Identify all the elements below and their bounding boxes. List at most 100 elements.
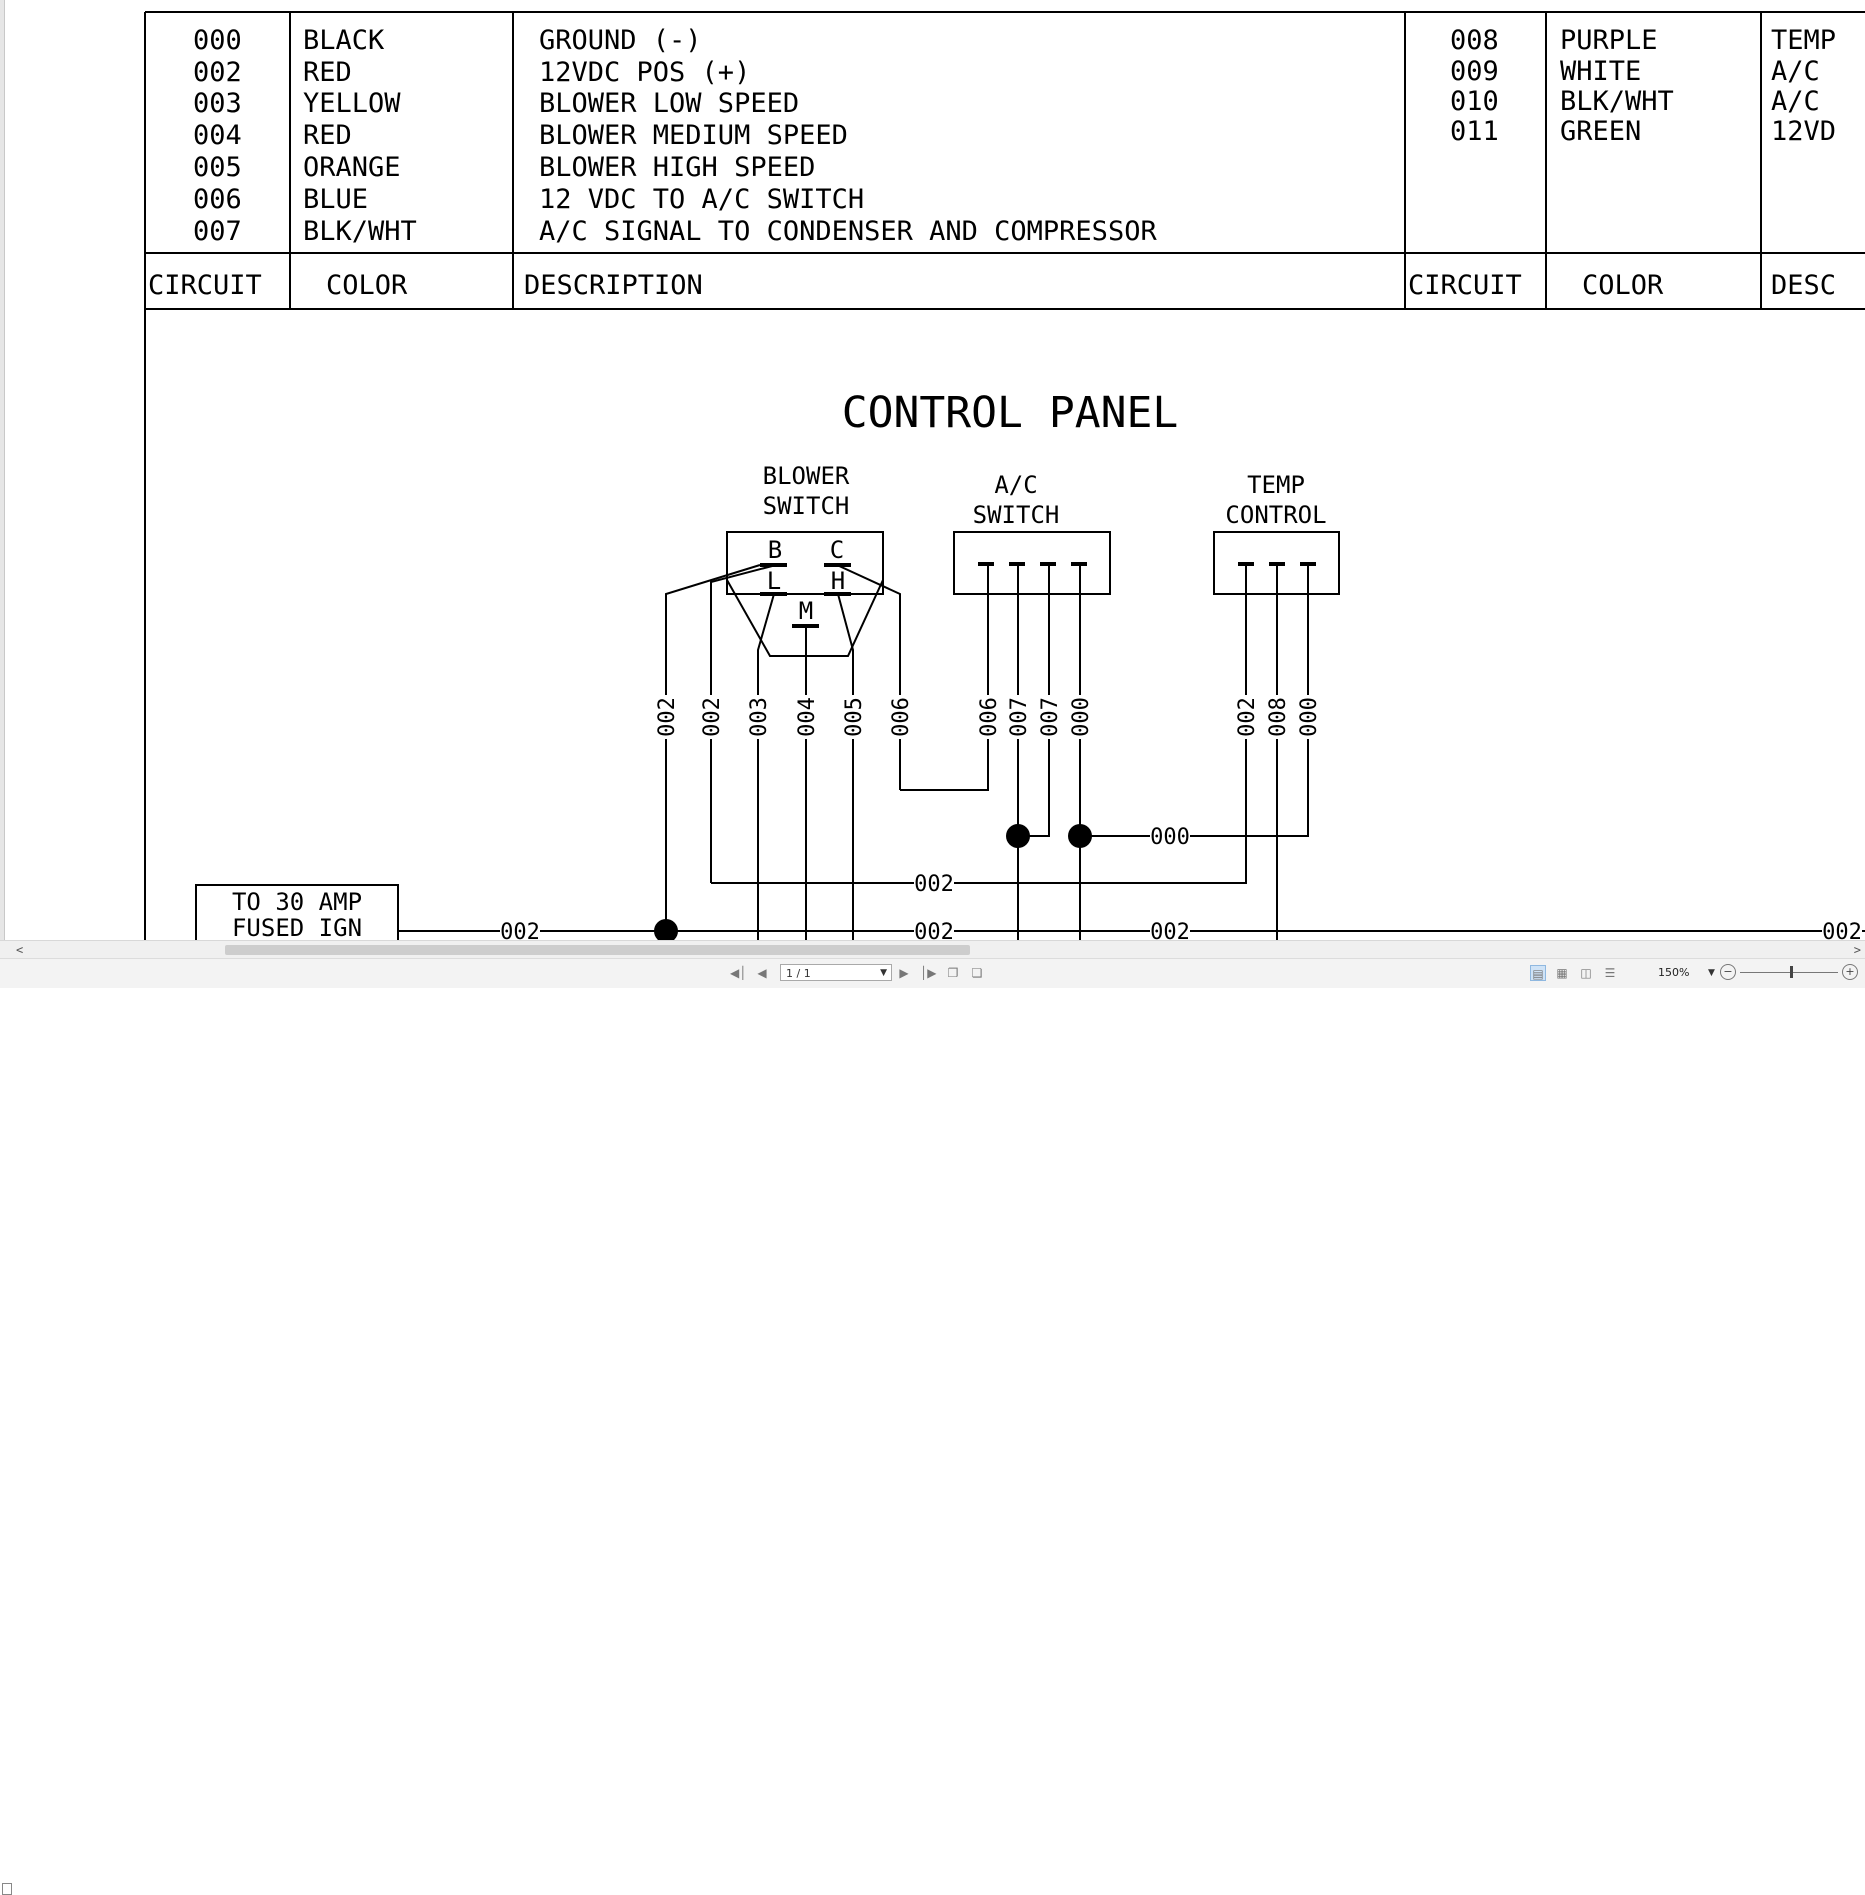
- single-page-view-icon[interactable]: ▤: [1530, 965, 1546, 981]
- legend-color: BLUE: [303, 184, 368, 215]
- zoom-out-icon[interactable]: −: [1720, 964, 1736, 980]
- wires: [195, 564, 1865, 940]
- header-circuit: CIRCUIT: [148, 270, 262, 301]
- legend-circuit: 003: [193, 88, 242, 119]
- left-gutter: [0, 0, 5, 940]
- page-dropdown-icon[interactable]: ▼: [880, 968, 887, 978]
- wiring-diagram: 000 BLACK GROUND (-) 002 RED 12VDC POS (+) 003…: [144, 11, 1865, 940]
- legend-color: YELLOW: [303, 88, 401, 119]
- wire-label: 006: [977, 697, 1002, 737]
- zoom-dropdown-icon[interactable]: ▼: [1708, 968, 1715, 978]
- zoom-slider-thumb[interactable]: [1790, 966, 1793, 978]
- header-circuit-right: CIRCUIT: [1408, 270, 1522, 301]
- legend-circuit-right: 010: [1450, 86, 1499, 117]
- scroll-left-arrow[interactable]: <: [16, 943, 24, 957]
- fuse-box-line2: FUSED IGN: [232, 914, 362, 940]
- next-page-icon[interactable]: ▶: [899, 966, 909, 980]
- legend-color: BLK/WHT: [303, 216, 417, 247]
- wire-label: 002: [700, 697, 725, 737]
- terminal-c: C: [830, 536, 844, 564]
- wire-label: 003: [747, 697, 772, 737]
- wire-label: 008: [1266, 697, 1291, 737]
- first-page-icon[interactable]: ◀│: [730, 966, 747, 980]
- export-page-icon[interactable]: ❏: [971, 966, 983, 980]
- legend-circuit-right: 008: [1450, 25, 1499, 56]
- legend-color: RED: [303, 57, 352, 88]
- blower-switch-skirt: [726, 579, 884, 657]
- bus-label-ground: 000: [1150, 825, 1190, 850]
- bus-label-power: 002: [914, 872, 954, 897]
- header-description: DESCRIPTION: [524, 270, 703, 301]
- cover-view-icon[interactable]: ☰: [1604, 966, 1616, 980]
- legend-table: [144, 11, 1865, 940]
- blower-switch-label: BLOWER: [763, 462, 850, 490]
- terminal-b: B: [768, 536, 782, 564]
- page-number-field[interactable]: 1 / 1 ▼: [780, 964, 892, 981]
- legend-circuit: 002: [193, 57, 242, 88]
- legend-circuit: 000: [193, 25, 242, 56]
- wire-label: 007: [1038, 697, 1063, 737]
- bus-label-bottom-b: 002: [914, 920, 954, 940]
- legend-circuit: 005: [193, 152, 242, 183]
- facing-view-icon[interactable]: ◫: [1580, 966, 1592, 980]
- bus-label-bottom-a: 002: [500, 920, 540, 940]
- legend-color: ORANGE: [303, 152, 401, 183]
- legend-description: BLOWER HIGH SPEED: [539, 152, 815, 183]
- page-indicator: 1 / 1: [786, 967, 811, 980]
- prev-page-icon[interactable]: ◀: [757, 966, 767, 980]
- legend-circuit-right: 011: [1450, 116, 1499, 147]
- zoom-level[interactable]: 150%: [1658, 966, 1690, 979]
- header-description-right: DESC: [1771, 270, 1836, 301]
- legend-description: BLOWER MEDIUM SPEED: [539, 120, 848, 151]
- wire-label: 006: [889, 697, 914, 737]
- header-color: COLOR: [326, 270, 408, 301]
- diagram-title: CONTROL PANEL: [842, 388, 1179, 438]
- scrollbar-thumb[interactable]: [225, 945, 970, 955]
- legend-headers: CIRCUIT COLOR DESCRIPTION CIRCUIT COLOR …: [148, 270, 1836, 301]
- bus-label-bottom-d: 002: [1822, 920, 1862, 940]
- legend-description: 12VDC POS (+): [539, 57, 750, 88]
- zoom-in-icon[interactable]: +: [1842, 964, 1858, 980]
- wire-label: 000: [1297, 697, 1322, 737]
- terminal-h: H: [831, 567, 845, 595]
- legend-description: A/C SIGNAL TO CONDENSER AND COMPRESSOR: [539, 216, 1157, 247]
- terminal-m: M: [799, 597, 813, 625]
- header-color-right: COLOR: [1582, 270, 1664, 301]
- legend-description: GROUND (-): [539, 25, 702, 56]
- ac-switch-label-2: SWITCH: [973, 501, 1060, 529]
- wire-label: 002: [1235, 697, 1260, 737]
- zoom-slider[interactable]: [1740, 972, 1838, 973]
- legend-color: BLACK: [303, 25, 385, 56]
- fuse-box-line1: TO 30 AMP: [232, 888, 362, 916]
- legend-circuit: 006: [193, 184, 242, 215]
- legend-color-right: WHITE: [1560, 56, 1641, 87]
- legend-circuit-right: 009: [1450, 56, 1499, 87]
- last-page-icon[interactable]: │▶: [920, 966, 937, 980]
- terminal-l: L: [767, 567, 781, 595]
- scroll-right-arrow[interactable]: >: [1853, 943, 1861, 957]
- legend-color-right: PURPLE: [1560, 25, 1658, 56]
- legend-description-right: 12VD: [1771, 116, 1836, 147]
- legend-description-right: A/C: [1771, 56, 1820, 87]
- legend-description-right: A/C: [1771, 86, 1820, 117]
- legend-left-rows: 000 BLACK GROUND (-) 002 RED 12VDC POS (+) 003…: [193, 25, 1157, 247]
- legend-circuit: 007: [193, 216, 242, 247]
- legend-color-right: GREEN: [1560, 116, 1641, 147]
- legend-description: BLOWER LOW SPEED: [539, 88, 799, 119]
- wire-label: 007: [1007, 697, 1032, 737]
- legend-description-right: TEMP: [1771, 25, 1836, 56]
- ac-switch-box: [953, 531, 1111, 595]
- bus-label-bottom-c: 002: [1150, 920, 1190, 940]
- wire-label: 002: [655, 697, 680, 737]
- legend-right-rows: 008 PURPLE TEMP 009 WHITE A/C 010 BLK/WHT A/C 011…: [1450, 25, 1836, 147]
- copy-page-icon[interactable]: ❐: [947, 966, 959, 980]
- blower-switch-label-2: SWITCH: [763, 492, 850, 520]
- document-viewport[interactable]: 000 BLACK GROUND (-) 002 RED 12VDC POS (+) 003…: [0, 0, 1865, 940]
- wire-label: 000: [1069, 697, 1094, 737]
- horizontal-scrollbar[interactable]: < >: [0, 940, 1865, 1895]
- legend-circuit: 004: [193, 120, 242, 151]
- legend-color-right: BLK/WHT: [1560, 86, 1674, 117]
- legend-description: 12 VDC TO A/C SWITCH: [539, 184, 864, 215]
- continuous-view-icon[interactable]: ▦: [1556, 966, 1568, 980]
